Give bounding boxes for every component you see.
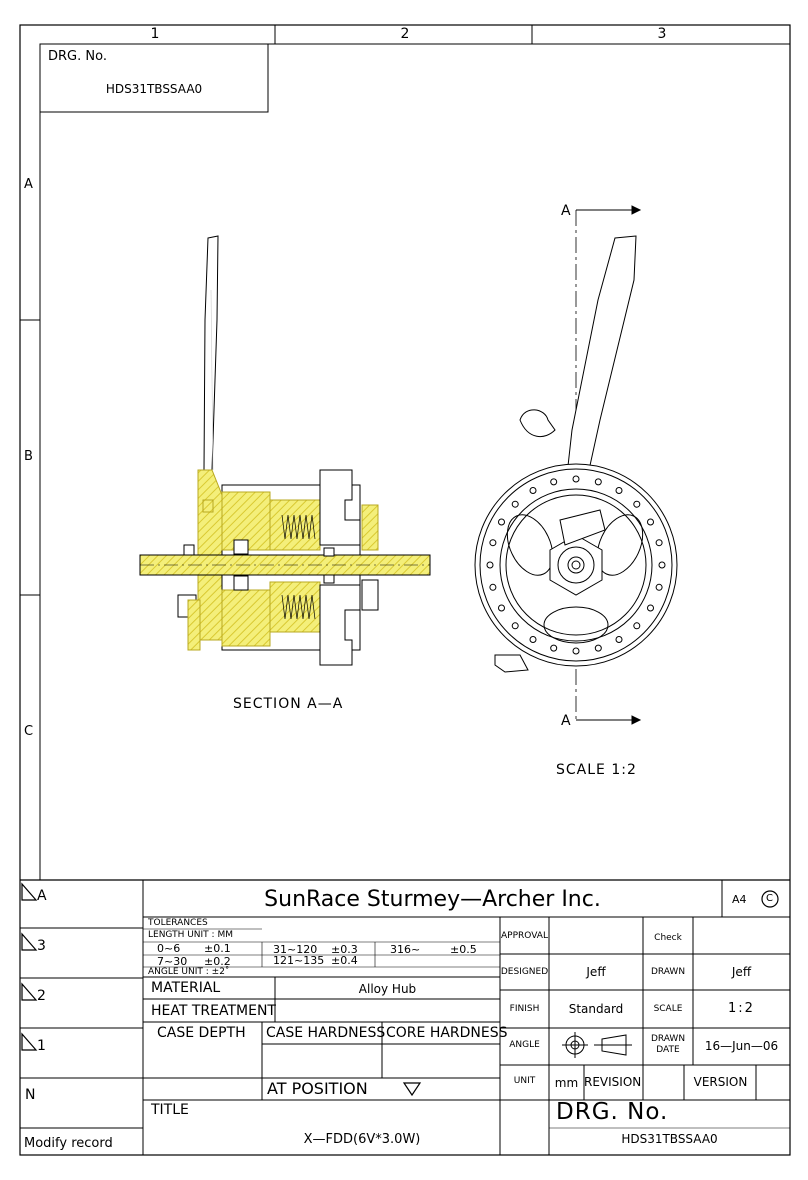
unit-label: UNIT <box>513 1076 536 1086</box>
tol-value-4: ±0.4 <box>331 954 358 967</box>
bolt-hole <box>633 622 641 630</box>
check-label: Check <box>654 933 682 943</box>
bolt-hole <box>658 561 666 569</box>
heat-treatment-label: HEAT TREATMENT <box>151 1003 276 1019</box>
front-view <box>474 205 678 725</box>
column-label-3: 3 <box>657 26 667 42</box>
drawn-label: DRAWN <box>650 967 686 977</box>
bolt-hole <box>594 644 602 652</box>
material-value: Alloy Hub <box>358 982 417 996</box>
revision-symbol-a: A <box>37 888 47 904</box>
angle-unit: ANGLE UNIT : ±2˚ <box>148 967 230 977</box>
section-label: SECTION A—A <box>233 696 344 712</box>
revision-symbol-1: 1 <box>37 1038 46 1054</box>
revision-label: REVISION <box>584 1075 642 1089</box>
bolt-hole <box>647 604 654 612</box>
drawn-date-value: 16—Jun—06 <box>704 1039 779 1053</box>
tolerances-title: TOLERANCES <box>148 918 208 928</box>
bolt-hole <box>511 500 519 508</box>
drawn-value: Jeff <box>731 965 752 979</box>
tol-range-2: 7~30 <box>157 955 188 968</box>
position-triangle-icon <box>402 1082 422 1097</box>
angle-label: ANGLE <box>509 1040 540 1050</box>
material-label: MATERIAL <box>151 980 221 996</box>
tol-value-2: ±0.2 <box>204 955 231 968</box>
scale-field-value: 1:2 <box>728 1001 755 1016</box>
tol-value-5: ±0.5 <box>450 943 477 956</box>
bolt-hole <box>529 636 537 643</box>
tol-range-4: 121~135 <box>273 954 325 967</box>
scale-label: SCALE 1:2 <box>556 762 637 778</box>
bolt-hole <box>633 500 641 508</box>
drawn-date-label-1: DRAWN <box>650 1034 686 1044</box>
projection-symbol-icon <box>562 1032 632 1058</box>
designed-value: Jeff <box>586 965 606 979</box>
finish-value: Standard <box>568 1002 624 1016</box>
title-value: X—FDD(6V*3.0W) <box>303 1132 421 1147</box>
modify-record-label: Modify record <box>24 1136 113 1151</box>
bolt-hole <box>615 636 623 643</box>
bolt-hole <box>572 475 580 483</box>
case-hardness-label: CASE HARDNESS <box>266 1025 386 1041</box>
drawn-date-label-2: DATE <box>656 1045 680 1055</box>
bolt-hole <box>498 518 505 526</box>
bolt-hole <box>511 622 519 630</box>
scale-field-label: SCALE <box>653 1004 683 1014</box>
paper-size: A4 <box>732 893 747 906</box>
bolt-hole <box>594 478 602 486</box>
bolt-hole <box>550 478 558 486</box>
finish-label: FINISH <box>509 1004 540 1014</box>
bolt-hole <box>489 539 497 547</box>
at-position-label: AT POSITION <box>267 1079 368 1098</box>
cut-mark-bottom: A <box>561 713 571 729</box>
unit-value: mm <box>554 1076 579 1090</box>
bolt-hole <box>655 583 663 591</box>
copyright-icon <box>761 890 779 908</box>
tol-value-3: ±0.3 <box>331 943 358 956</box>
bolt-hole <box>498 604 505 612</box>
row-label-a: A <box>24 177 33 192</box>
column-label-1: 1 <box>150 26 160 42</box>
bolt-hole <box>529 487 537 494</box>
tol-value-1: ±0.1 <box>204 942 231 955</box>
drg-no-label: DRG. No. <box>556 1099 669 1125</box>
bolt-hole <box>647 518 654 526</box>
bolt-hole <box>489 583 497 591</box>
tol-range-3: 31~120 <box>273 943 318 956</box>
bolt-hole <box>615 487 623 494</box>
length-unit: LENGTH UNIT : MM <box>148 930 233 940</box>
copyright-letter: C <box>766 893 773 904</box>
revision-symbol-2: 2 <box>37 988 46 1004</box>
approval-label: APPROVAL <box>501 931 548 941</box>
company-name: SunRace Sturmey—Archer Inc. <box>264 887 601 912</box>
revision-triangle-icon <box>21 882 38 1051</box>
drg-no-value: HDS31TBSSAA0 <box>621 1132 718 1146</box>
drg-box-label: DRG. No. <box>48 49 107 64</box>
title-label: TITLE <box>151 1102 189 1118</box>
bolt-hole <box>550 644 558 652</box>
core-hardness-label: CORE HARDNESS <box>386 1025 508 1041</box>
bolt-hole <box>486 561 494 569</box>
cut-mark-top: A <box>561 203 571 219</box>
tol-range-5: 316~ <box>390 943 421 956</box>
drg-box-number: HDS31TBSSAA0 <box>105 82 203 96</box>
tol-range-1: 0~6 <box>157 942 181 955</box>
bolt-hole <box>655 539 663 547</box>
column-label-2: 2 <box>400 26 410 42</box>
row-label-b: B <box>24 449 33 464</box>
version-label: VERSION <box>693 1075 748 1089</box>
bolt-hole <box>572 647 580 655</box>
section-view <box>139 235 431 666</box>
revision-symbol-3: 3 <box>37 938 46 954</box>
designed-label: DESIGNED <box>500 967 549 977</box>
revision-symbol-n: N <box>25 1087 36 1103</box>
case-depth-label: CASE DEPTH <box>157 1025 246 1041</box>
row-label-c: C <box>24 724 34 739</box>
